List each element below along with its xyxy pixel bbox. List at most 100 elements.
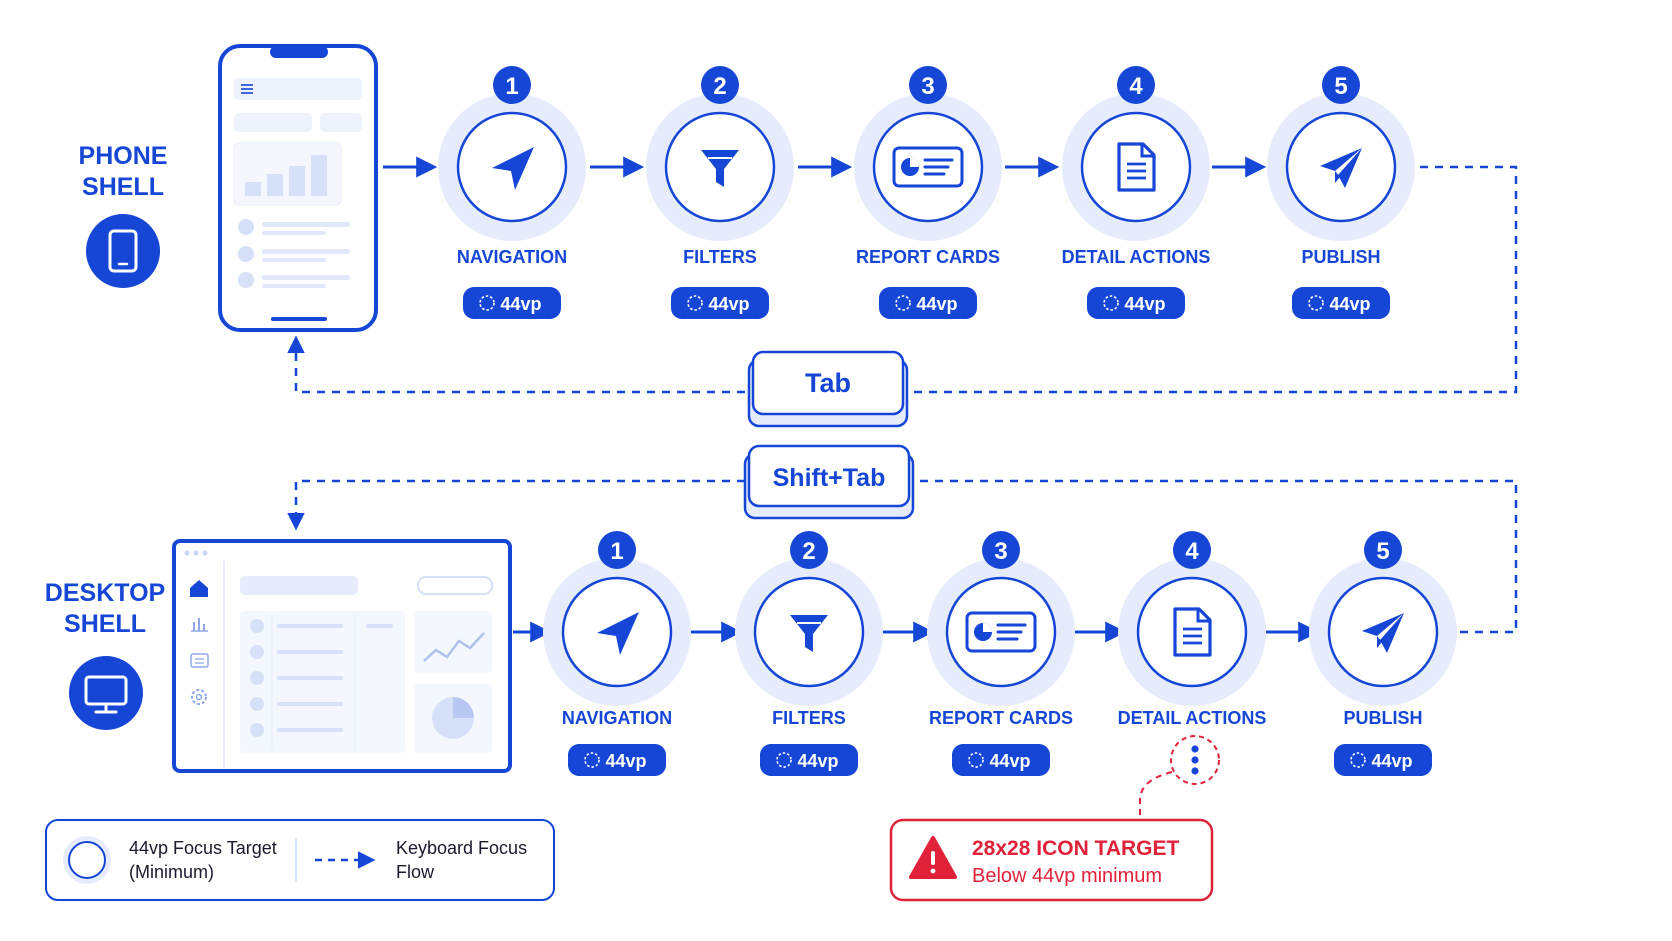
focus-target-ring: [1285, 111, 1397, 223]
filter-funnel-icon: [790, 615, 828, 652]
target-ring-icon: [895, 295, 911, 311]
legend-flow-line2: Flow: [396, 862, 435, 882]
step-label: FILTERS: [683, 247, 757, 267]
size-badge: 44vp: [1334, 744, 1432, 776]
document-icon: [1173, 607, 1212, 657]
size-badge: 44vp: [671, 287, 769, 319]
size-badge: 44vp: [1087, 287, 1185, 319]
step-number: 1: [505, 73, 518, 100]
legend-focus-target-line1: 44vp Focus Target: [129, 838, 277, 858]
size-badge-label: 44vp: [916, 294, 957, 314]
navigation-arrow-icon: [597, 612, 639, 655]
step-number-badge: [598, 531, 636, 569]
tab-key: Tab: [747, 350, 909, 428]
step-label: DETAIL ACTIONS: [1062, 247, 1211, 267]
size-badge: 44vp: [879, 287, 977, 319]
size-badge-label: 44vp: [797, 751, 838, 771]
step-number-badge: [909, 66, 947, 104]
step-label: NAVIGATION: [457, 247, 567, 267]
target-ring-icon: [776, 752, 792, 768]
phone-focus-loop: [287, 165, 1518, 394]
step-label: DETAIL ACTIONS: [1118, 708, 1267, 728]
step-number: 4: [1129, 73, 1143, 100]
step-label: PUBLISH: [1343, 708, 1422, 728]
warning-subtitle: Below 44vp minimum: [972, 865, 1162, 887]
step-number-badge: [701, 66, 739, 104]
shift-tab-key-label: Shift+Tab: [773, 464, 886, 492]
step-label: REPORT CARDS: [856, 247, 1000, 267]
size-badge-label: 44vp: [605, 751, 646, 771]
phone-shell-label-line1: PHONE: [79, 142, 168, 170]
legend-flow-line1: Keyboard Focus: [396, 838, 527, 858]
step-label: NAVIGATION: [562, 708, 672, 728]
filter-funnel-icon: [701, 150, 739, 187]
step-number: 4: [1185, 538, 1199, 565]
step-number: 5: [1376, 538, 1389, 565]
paper-plane-icon: [1362, 613, 1404, 653]
target-ring-icon: [584, 752, 600, 768]
step-number-badge: [1117, 66, 1155, 104]
step-label: FILTERS: [772, 708, 846, 728]
step-number: 3: [994, 538, 1007, 565]
size-badge: 44vp: [1292, 287, 1390, 319]
step-number-badge: [982, 531, 1020, 569]
step-number-badge: [1364, 531, 1402, 569]
step-number-badge: [1173, 531, 1211, 569]
desktop-shell-label-line1: DESKTOP: [45, 579, 165, 607]
target-ring-icon: [479, 295, 495, 311]
size-badge: 44vp: [760, 744, 858, 776]
warning-title: 28x28 ICON TARGET: [972, 837, 1180, 860]
step-number-badge: [790, 531, 828, 569]
gear-icon: [191, 689, 207, 705]
hamburger-icon: [241, 84, 253, 94]
step-number-badge: [493, 66, 531, 104]
report-card-icon: [965, 611, 1037, 653]
step-number-badge: [1322, 66, 1360, 104]
target-ring-icon: [1308, 295, 1324, 311]
home-icon: [190, 580, 208, 597]
size-badge: 44vp: [952, 744, 1050, 776]
size-badge-label: 44vp: [1329, 294, 1370, 314]
document-icon: [1117, 142, 1156, 192]
step-number: 1: [610, 538, 623, 565]
warning-triangle-icon: [909, 836, 957, 879]
size-badge: 44vp: [463, 287, 561, 319]
kebab-menu-icon: [1170, 735, 1220, 785]
desktop-mockup: [172, 539, 512, 773]
step-number: 5: [1334, 73, 1347, 100]
smartphone-icon: [86, 214, 160, 288]
focus-target-ring: [1080, 111, 1192, 223]
target-ring-icon: [1350, 752, 1366, 768]
phone-mockup: [218, 44, 378, 332]
navigation-arrow-icon: [492, 147, 534, 190]
step-number: 2: [713, 73, 726, 100]
legend: 44vp Focus Target (Minimum) Keyboard Foc…: [45, 819, 555, 901]
size-badge-label: 44vp: [989, 751, 1030, 771]
step-label: REPORT CARDS: [929, 708, 1073, 728]
target-ring-icon: [687, 295, 703, 311]
step-label: PUBLISH: [1301, 247, 1380, 267]
step-number: 3: [921, 73, 934, 100]
size-badge-label: 44vp: [708, 294, 749, 314]
monitor-icon: [69, 656, 143, 730]
report-card-icon: [892, 146, 964, 188]
list-card-icon: [190, 653, 209, 668]
warning-connector: [1139, 771, 1173, 818]
size-badge-label: 44vp: [1371, 751, 1412, 771]
bar-chart-icon: [191, 618, 208, 632]
target-ring-icon: [968, 752, 984, 768]
focus-target-ring: [1136, 576, 1248, 688]
